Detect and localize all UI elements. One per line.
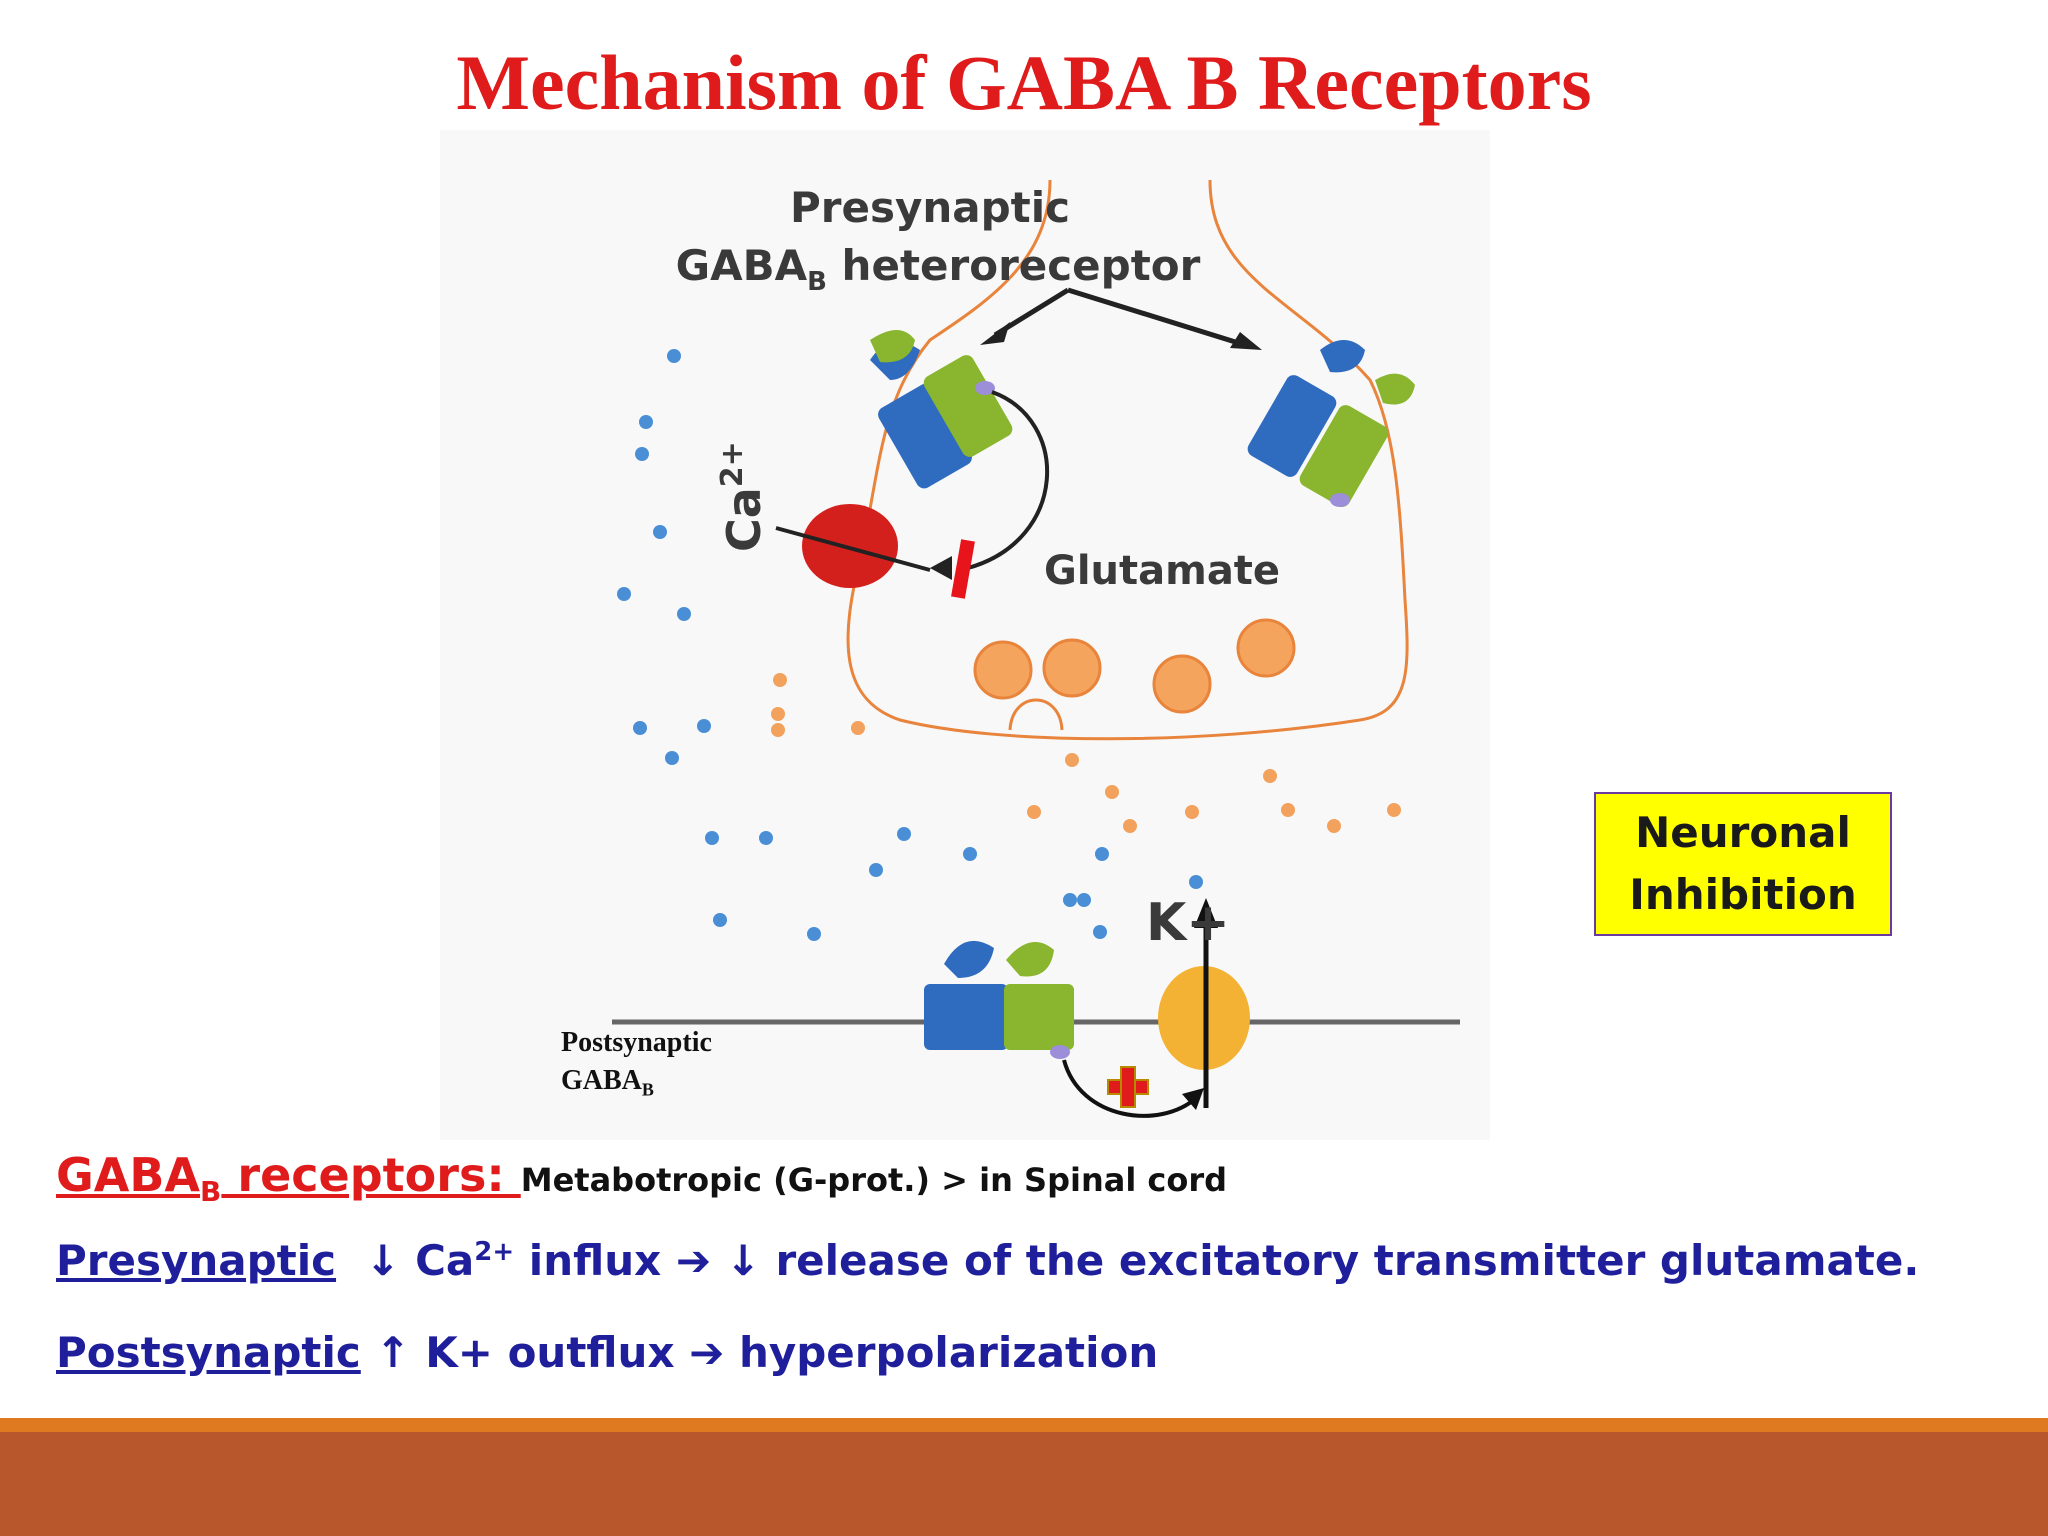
potassium-arrowhead [1194,898,1218,928]
calcium-influx-arrow [775,526,931,572]
presynaptic-receptor-right [1247,340,1415,507]
glutamate-label: Glutamate [1044,548,1280,594]
inhibition-line1: Neuronal [1635,808,1851,857]
presynaptic-effect-sup: 2+ [474,1237,515,1267]
receptors-description: Metabotropic (G-prot.) > in Spinal cord [520,1161,1228,1199]
presynaptic-receptor-left [870,330,1013,489]
inhibition-arrowhead [930,556,952,580]
receptors-description-line: GABAB receptors: Metabotropic (G-prot.) … [56,1148,1227,1208]
postsynaptic-label-line2: GABAB [561,1065,654,1100]
heteroreceptor-label: GABAB heteroreceptor [676,241,1201,297]
presynaptic-membrane [846,179,1409,741]
postsynaptic-effect-line: Postsynaptic ↑ K+ outflux ➔ hyperpolariz… [56,1328,1158,1377]
presynaptic-effect-line: Presynaptic ↓ Ca2+ influx ➔ ↓ release of… [56,1236,1919,1285]
inhibition-line2: Inhibition [1629,870,1857,919]
presynaptic-effect-part1: ↓ Ca [336,1236,475,1285]
presynaptic-term: Presynaptic [56,1236,337,1285]
receptors-heading: GABAB receptors: [56,1148,521,1209]
presynaptic-effect-part2: influx ➔ ↓ release of the excitatory tra… [514,1236,1920,1285]
gaba-molecules [617,349,1203,941]
calcium-label: Ca2+ [715,441,771,552]
inhibition-curve [967,390,1050,570]
presynaptic-diagram-label: Presynaptic [790,183,1070,232]
calcium-channel [802,504,898,588]
inhibition-block-mark [951,539,975,599]
glutamate-vesicles [973,618,1296,714]
postsynaptic-term: Postsynaptic [56,1328,361,1377]
activation-curve [1062,1059,1198,1118]
footer-accent-line [0,1418,2048,1432]
glutamate-molecules [771,673,1401,833]
postsynaptic-effect-text: ↑ K+ outflux ➔ hyperpolarization [360,1328,1159,1377]
vesicle-fusion-pore [1008,698,1064,731]
activation-arrowhead [1182,1088,1204,1110]
gaba-b-diagram: Presynaptic GABAB heteroreceptor Ca2+ Gl… [612,179,1460,1118]
footer-bar [0,1432,2048,1536]
postsynaptic-label-line1: Postsynaptic [561,1027,712,1058]
postsynaptic-receptor [924,940,1074,1059]
postsynaptic-gaba-label: Postsynaptic GABAB [561,1024,712,1109]
slide-title: Mechanism of GABA B Receptors [456,39,1592,126]
neuronal-inhibition-box: Neuronal Inhibition [1594,792,1892,936]
plus-icon [1107,1066,1149,1108]
potassium-label: K+ [1146,893,1230,953]
heteroreceptor-arrows [980,287,1262,350]
